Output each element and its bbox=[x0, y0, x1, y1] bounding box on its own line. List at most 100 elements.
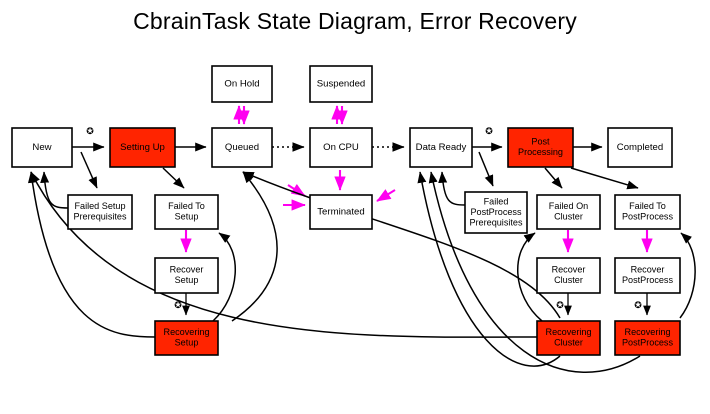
state-box-post_processing[interactable] bbox=[507, 127, 574, 168]
state-box-on_cpu[interactable] bbox=[309, 127, 373, 168]
edge-failed-setup-prereq-to-new bbox=[40, 171, 69, 209]
state-box-suspended[interactable] bbox=[309, 65, 373, 103]
star-marker-icon: ✪ bbox=[86, 127, 94, 137]
state-label-recover_setup: Recover bbox=[170, 265, 204, 275]
edge-data-ready-to-terminated bbox=[376, 189, 396, 202]
edge-recovering-cluster-to-new bbox=[30, 171, 538, 338]
edge-post-processing-to-failed-to-pp bbox=[570, 167, 639, 190]
state-node-suspended[interactable]: Suspended bbox=[309, 65, 373, 103]
state-node-queued[interactable]: Queued bbox=[211, 127, 273, 168]
state-label-new: New bbox=[32, 142, 51, 153]
state-node-completed[interactable]: Completed bbox=[607, 127, 673, 168]
state-box-recover_setup[interactable] bbox=[154, 257, 219, 294]
state-label-recovering_cluster: Cluster bbox=[554, 338, 583, 348]
state-label-suspended: Suspended bbox=[317, 79, 366, 90]
state-label-terminated: Terminated bbox=[317, 207, 364, 218]
state-label-recovering_setup: Recovering bbox=[164, 327, 210, 337]
state-node-setting_up[interactable]: Setting Up bbox=[109, 127, 176, 168]
state-box-recover_pp[interactable] bbox=[614, 257, 681, 294]
state-box-terminated[interactable] bbox=[309, 194, 373, 230]
state-label-recover_cluster: Cluster bbox=[554, 275, 583, 285]
state-label-on_cpu: On CPU bbox=[323, 142, 359, 153]
state-label-failed_to_pp: PostProcess bbox=[622, 212, 673, 222]
edge-failed-pp-prereq-to-data-ready bbox=[438, 171, 466, 206]
state-node-data_ready[interactable]: Data Ready bbox=[409, 127, 473, 168]
state-label-failed_pp_prereq: Prerequisites bbox=[469, 217, 523, 227]
state-label-recover_cluster: Recover bbox=[552, 265, 586, 275]
state-box-completed[interactable] bbox=[607, 127, 673, 168]
edge-recovering-pp-to-data-ready bbox=[428, 171, 641, 373]
state-label-data_ready: Data Ready bbox=[416, 142, 467, 153]
state-box-failed_to_setup[interactable] bbox=[154, 194, 219, 230]
state-label-queued: Queued bbox=[225, 142, 259, 153]
star-marker-icon: ✪ bbox=[556, 301, 564, 311]
state-label-on_hold: On Hold bbox=[224, 79, 259, 90]
edge-recovering-setup-to-queued bbox=[231, 171, 278, 322]
state-label-failed_setup_prereq: Prerequisites bbox=[73, 212, 127, 222]
edge-post-processing-to-failed-on-cluster bbox=[544, 167, 563, 189]
state-box-data_ready[interactable] bbox=[409, 127, 473, 168]
state-label-recovering_setup: Setup bbox=[175, 338, 199, 348]
state-box-queued[interactable] bbox=[211, 127, 273, 168]
state-label-failed_setup_prereq: Failed Setup bbox=[74, 201, 125, 211]
state-box-recovering_setup[interactable] bbox=[154, 320, 219, 356]
state-label-failed_to_setup: Setup bbox=[175, 212, 199, 222]
state-box-failed_pp_prereq[interactable] bbox=[464, 191, 528, 234]
state-label-post_processing: Processing bbox=[518, 147, 563, 157]
state-label-recovering_pp: Recovering bbox=[625, 327, 671, 337]
state-node-new[interactable]: New bbox=[11, 127, 73, 168]
state-label-recovering_pp: PostProcess bbox=[622, 338, 673, 348]
state-label-recover_setup: Setup bbox=[175, 275, 199, 285]
state-box-recovering_cluster[interactable] bbox=[536, 320, 601, 356]
state-label-failed_to_setup: Failed To bbox=[168, 201, 205, 211]
state-label-recover_pp: Recover bbox=[631, 265, 665, 275]
state-label-recover_pp: PostProcess bbox=[622, 275, 673, 285]
state-node-terminated[interactable]: Terminated bbox=[309, 194, 373, 230]
state-box-failed_setup_prereq[interactable] bbox=[67, 194, 133, 230]
state-label-failed_on_cluster: Failed On bbox=[549, 201, 588, 211]
star-marker-icon: ✪ bbox=[174, 301, 182, 311]
state-label-recovering_cluster: Recovering bbox=[546, 327, 592, 337]
edge-recovering-setup-to-new bbox=[27, 171, 156, 338]
state-box-recover_cluster[interactable] bbox=[536, 257, 601, 294]
edge-setting-up-to-failed-to-setup bbox=[162, 167, 185, 189]
edge-layer bbox=[27, 105, 696, 373]
state-box-recovering_pp[interactable] bbox=[614, 320, 681, 356]
state-box-setting_up[interactable] bbox=[109, 127, 176, 168]
state-label-failed_pp_prereq: Failed bbox=[484, 197, 509, 207]
state-label-failed_to_pp: Failed To bbox=[629, 201, 666, 211]
state-box-failed_on_cluster[interactable] bbox=[536, 194, 601, 230]
state-label-setting_up: Setting Up bbox=[120, 142, 165, 153]
edge-recovering-setup-to-failed-to-setup bbox=[212, 232, 237, 322]
state-node-on_cpu[interactable]: On CPU bbox=[309, 127, 373, 168]
state-box-failed_to_pp[interactable] bbox=[614, 194, 681, 230]
state-label-failed_pp_prereq: PostProcess bbox=[470, 207, 521, 217]
state-label-completed: Completed bbox=[617, 142, 663, 153]
edge-recovering-cluster-to-data-ready bbox=[417, 171, 561, 367]
star-marker-icon: ✪ bbox=[485, 127, 493, 137]
star-marker-layer: ✪✪✪✪✪ bbox=[86, 127, 642, 311]
page-title: CbrainTask State Diagram, Error Recovery bbox=[133, 8, 577, 34]
edge-new-to-failed-setup-prereq bbox=[80, 151, 98, 189]
state-node-on_hold[interactable]: On Hold bbox=[211, 65, 273, 103]
state-box-new[interactable] bbox=[11, 127, 73, 168]
edge-recovering-cluster-to-failed-on-cluster bbox=[516, 232, 543, 322]
state-label-post_processing: Post bbox=[531, 137, 550, 147]
state-label-failed_on_cluster: Cluster bbox=[554, 212, 583, 222]
state-box-on_hold[interactable] bbox=[211, 65, 273, 103]
edge-data-ready-to-failed-pp-prereq bbox=[478, 151, 494, 187]
